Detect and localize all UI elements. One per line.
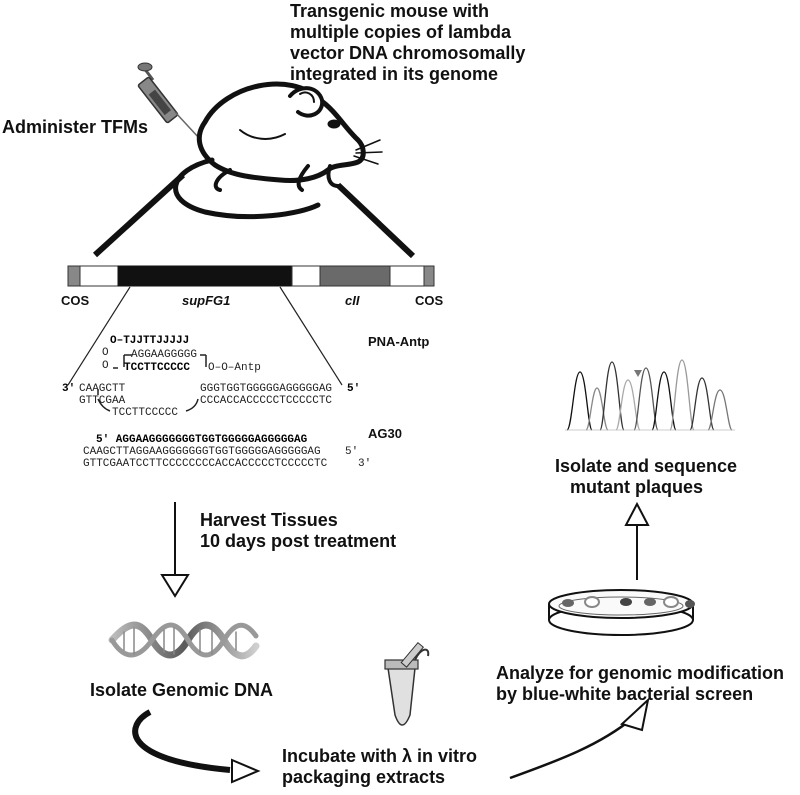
ag30-bottom-end: 3' <box>358 458 372 470</box>
dna-helix-icon <box>108 621 260 660</box>
pna-antp-linker: O–O–Antp <box>208 362 261 374</box>
arrow-to-incubate <box>132 709 261 784</box>
pna-linker-o2: O <box>102 360 109 372</box>
zoom-line-left <box>92 172 186 258</box>
ag30-oligo: 5' AGGAAGGGGGGGTGGTGGGGGAGGGGGAG <box>96 434 308 446</box>
title-line-1: Transgenic mouse with <box>290 1 490 21</box>
petri-dish-icon <box>548 589 695 636</box>
sequence-chromatogram <box>565 359 735 431</box>
analyze-line-1: Analyze for genomic modification <box>496 663 785 683</box>
pna-antp-label: PNA-Antp <box>368 334 430 349</box>
tube-icon <box>384 641 430 726</box>
lambda-vector-bar <box>67 265 435 287</box>
prime-3-label: 3' <box>62 383 76 395</box>
incubate-line-1: Incubate with λ in vitro <box>282 746 478 766</box>
cos-left-label: COS <box>61 293 90 308</box>
cos-right-label: COS <box>415 293 444 308</box>
pna-t-strand: O–TJJTTJJJJJ <box>110 335 190 347</box>
arrow-to-sequence <box>624 501 650 580</box>
displaced-loop: TCCTTCCCCC <box>112 407 179 419</box>
title-line-2: multiple copies of lambda <box>290 22 512 42</box>
target-left-top: CAAGCTT <box>79 383 126 395</box>
ag30-target-top: CAAGCTTAGGAAGGGGGGGTGGTGGGGGAGGGGGAG <box>83 446 321 458</box>
sequence-line-2: mutant plaques <box>570 477 704 497</box>
administer-label: Administer TFMs <box>2 117 149 137</box>
harvest-line-1: Harvest Tissues <box>200 510 338 530</box>
pna-linker-o1: O <box>102 347 109 359</box>
target-right-bottom: CCCACCACCCCCTCCCCCTC <box>200 395 333 407</box>
prime-5-label: 5' <box>347 383 361 395</box>
ag30-label: AG30 <box>368 426 402 441</box>
supfg1-label: supFG1 <box>182 293 231 308</box>
zoom-line-right <box>335 182 416 259</box>
mouse-icon <box>173 81 383 220</box>
sequence-line-1: Isolate and sequence <box>555 456 738 476</box>
title-line-4: integrated in its genome <box>290 64 499 84</box>
isolate-dna-label: Isolate Genomic DNA <box>90 680 274 700</box>
target-left-bottom: GTTCGAA <box>79 395 126 407</box>
pna-pyrimidine-strand: TCCTTCCCCC <box>124 362 191 374</box>
harvest-line-2: 10 days post treatment <box>200 531 397 551</box>
target-right-top: GGGTGGTGGGGGAGGGGGAG <box>200 383 333 395</box>
ag30-target-bottom: GTTCGAATCCTTCCCCCCCCACCACCCCCTCCCCCTC <box>83 458 328 470</box>
incubate-line-2: packaging extracts <box>282 767 446 787</box>
arrow-to-analyze <box>509 697 650 780</box>
cii-label: cII <box>345 293 360 308</box>
title-line-3: vector DNA chromosomally <box>290 43 526 63</box>
analyze-line-2: by blue-white bacterial screen <box>496 684 754 704</box>
pna-purine-strand: AGGAAGGGGG <box>131 349 198 361</box>
ag30-top-end: 5' <box>345 446 359 458</box>
arrow-harvest <box>160 502 190 598</box>
